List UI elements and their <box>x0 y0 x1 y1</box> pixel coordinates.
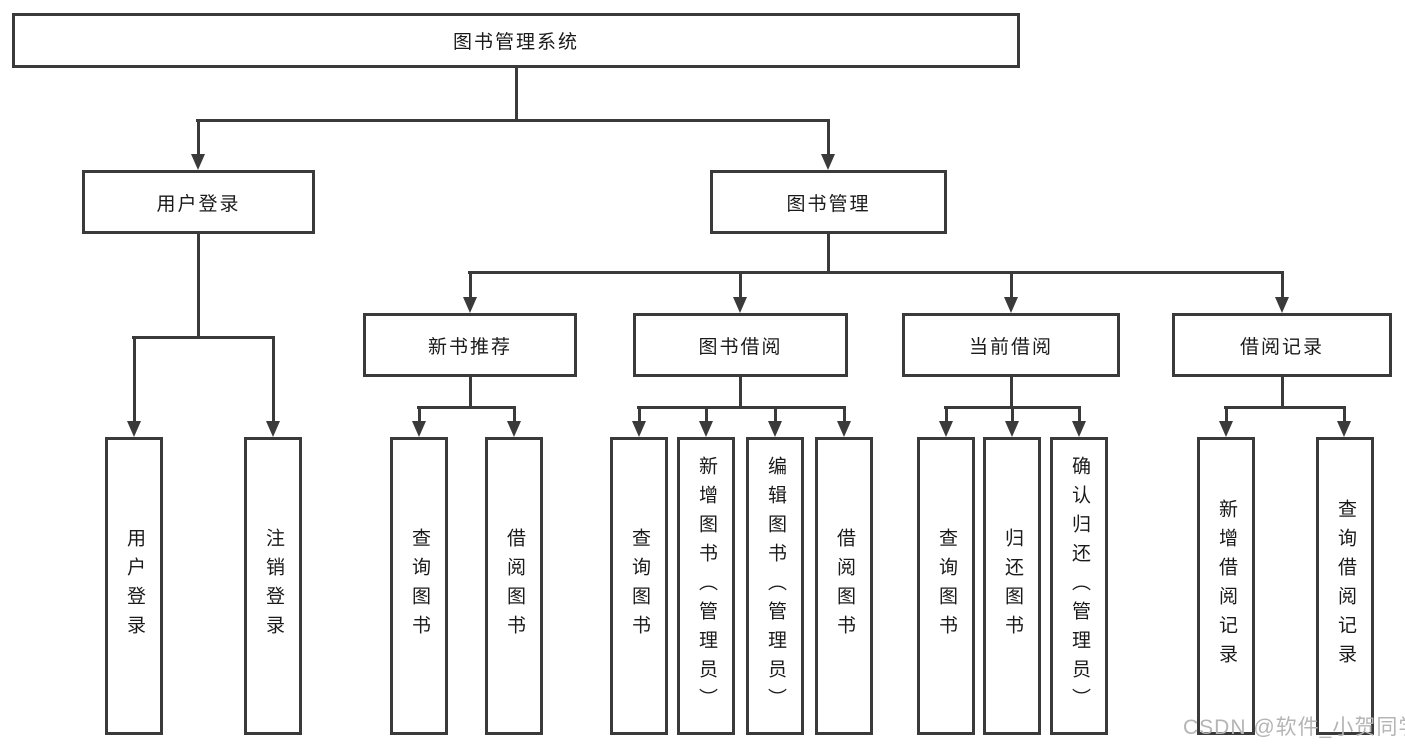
edge-to-borrowing <box>739 271 742 298</box>
leaf-label: 查询图书 <box>408 528 430 644</box>
edge-userlogin-stem <box>197 234 200 338</box>
node-book-management: 图书管理 <box>710 170 947 234</box>
leaf-label: 归还图书 <box>1001 528 1023 644</box>
leaf-label: 确认归还（管理员） <box>1068 455 1090 717</box>
edge-records-rail <box>1224 406 1346 409</box>
leaf-add-books-admin: 新增图书（管理员） <box>677 437 735 735</box>
arrow-down-icon <box>1072 421 1086 437</box>
node-book-borrowing: 图书借阅 <box>633 313 848 377</box>
edge-leaf-stub <box>1011 406 1014 422</box>
leaf-label: 编辑图书（管理员） <box>764 455 786 717</box>
edge-to-records <box>1281 271 1284 298</box>
arrow-down-icon <box>463 297 477 313</box>
leaf-label: 用户登录 <box>123 528 145 644</box>
arrow-down-icon <box>1004 297 1018 313</box>
leaf-query-books-newbooks: 查询图书 <box>390 437 448 735</box>
edge-newbooks-rail <box>417 406 516 409</box>
edge-root-to-bookmgmt <box>827 119 830 156</box>
arrow-down-icon <box>127 421 141 437</box>
edge-leaf-stub <box>705 406 708 422</box>
arrow-down-icon <box>412 421 426 437</box>
node-user-login: 用户登录 <box>82 170 315 234</box>
leaf-return-books: 归还图书 <box>983 437 1041 735</box>
arrow-down-icon <box>821 154 835 170</box>
leaf-label: 新增借阅记录 <box>1215 499 1237 673</box>
node-borrowing-records: 借阅记录 <box>1172 313 1392 377</box>
leaf-add-borrow-record: 新增借阅记录 <box>1197 437 1255 735</box>
node-new-book-recommend: 新书推荐 <box>363 313 577 377</box>
edge-borrowing-rail <box>637 406 846 409</box>
edge-current-stem <box>1010 377 1013 408</box>
edge-leaf-stub <box>1225 406 1228 422</box>
edge-userlogin-rail <box>132 336 275 339</box>
leaf-borrow-books-newbooks: 借阅图书 <box>485 437 543 735</box>
arrow-down-icon <box>733 297 747 313</box>
edge-leaf-stub <box>945 406 948 422</box>
leaf-label: 借阅图书 <box>833 528 855 644</box>
leaf-label: 查询借阅记录 <box>1334 499 1356 673</box>
leaf-borrow-books-borrowing: 借阅图书 <box>815 437 873 735</box>
node-root-library-system: 图书管理系统 <box>12 13 1020 68</box>
leaf-query-books-current: 查询图书 <box>917 437 975 735</box>
edge-root-to-userlogin <box>197 119 200 156</box>
leaf-query-borrow-record: 查询借阅记录 <box>1316 437 1374 735</box>
edge-root-stem <box>515 68 518 122</box>
leaf-label: 查询图书 <box>935 528 957 644</box>
arrow-down-icon <box>632 421 646 437</box>
edge-to-newbooks <box>469 271 472 298</box>
edge-root-rail <box>196 119 830 122</box>
edge-leaf-stub <box>1078 406 1081 422</box>
edge-bookmgmt-rail <box>468 271 1284 274</box>
edge-leaf-stub <box>418 406 421 422</box>
edge-leaf-stub <box>843 406 846 422</box>
node-current-borrowing: 当前借阅 <box>902 313 1120 377</box>
arrow-down-icon <box>1005 421 1019 437</box>
edge-leaf-stub <box>774 406 777 422</box>
leaf-query-books-borrowing: 查询图书 <box>610 437 668 735</box>
leaf-confirm-return-admin: 确认归还（管理员） <box>1050 437 1108 735</box>
arrow-down-icon <box>768 421 782 437</box>
arrow-down-icon <box>266 421 280 437</box>
leaf-label: 注销登录 <box>262 528 284 644</box>
edge-bookmgmt-stem <box>827 234 830 273</box>
edge-leaf-stub <box>1343 406 1346 422</box>
arrow-down-icon <box>837 421 851 437</box>
arrow-down-icon <box>191 154 205 170</box>
arrow-down-icon <box>699 421 713 437</box>
arrow-down-icon <box>939 421 953 437</box>
edge-to-current <box>1010 271 1013 298</box>
arrow-down-icon <box>1337 421 1351 437</box>
edge-leaf-stub <box>513 406 516 422</box>
leaf-user-login: 用户登录 <box>105 437 163 735</box>
edge-borrowing-stem <box>739 377 742 408</box>
leaf-logout: 注销登录 <box>244 437 302 735</box>
leaf-edit-books-admin: 编辑图书（管理员） <box>746 437 804 735</box>
arrow-down-icon <box>1219 421 1233 437</box>
edge-records-stem <box>1281 377 1284 408</box>
edge-to-leaf-logout <box>272 336 275 422</box>
edge-leaf-stub <box>638 406 641 422</box>
leaf-label: 借阅图书 <box>503 528 525 644</box>
arrow-down-icon <box>1275 297 1289 313</box>
csdn-watermark: CSDN @软件_小贺同学 <box>1183 716 1405 739</box>
edge-newbooks-stem <box>469 377 472 408</box>
leaf-label: 新增图书（管理员） <box>695 455 717 717</box>
leaf-label: 查询图书 <box>628 528 650 644</box>
arrow-down-icon <box>507 421 521 437</box>
edge-to-leaf-userlogin <box>133 336 136 422</box>
